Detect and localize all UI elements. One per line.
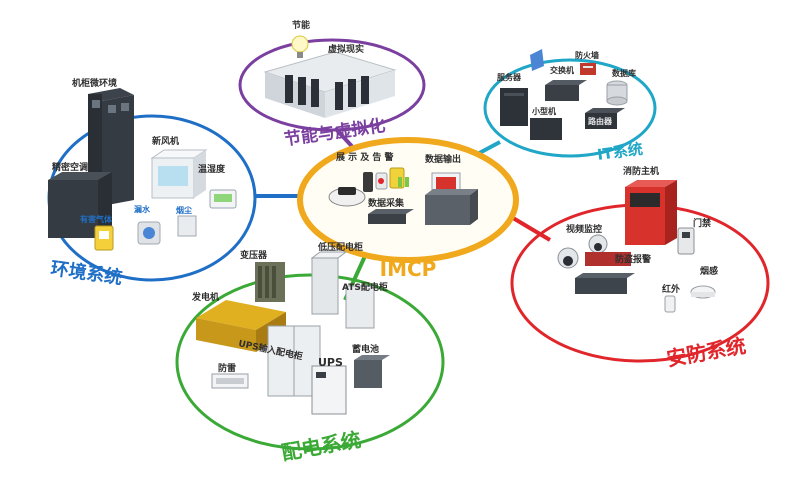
bulb-icon xyxy=(291,35,309,53)
power-title: 配电系统 xyxy=(280,427,363,465)
it-title: IT系统 xyxy=(596,140,644,164)
env-item-6: 烟尘 xyxy=(176,205,192,215)
security-item-5: 烟感 xyxy=(700,265,718,277)
security-item-3: 防盗报警 xyxy=(615,253,651,265)
power-item-0: 变压器 xyxy=(240,249,268,261)
center-devices xyxy=(328,167,478,225)
it-item-4: 小型机 xyxy=(531,106,556,116)
center-item-0: 展 示 及 告 警 xyxy=(336,151,394,163)
power-devices xyxy=(196,251,390,415)
power-item-2: ATS配电柜 xyxy=(342,281,388,293)
power-item-3: 发电机 xyxy=(191,291,219,303)
security-item-1: 视频监控 xyxy=(566,223,602,235)
security-item-2: 门禁 xyxy=(693,217,711,229)
env-item-4: 有害气体 xyxy=(80,214,113,224)
firewall-icon xyxy=(530,49,544,71)
power-item-6: 蓄电池 xyxy=(352,343,379,355)
env-item-5: 漏水 xyxy=(134,204,151,214)
energy-ellipse xyxy=(238,38,426,132)
connector-security xyxy=(506,213,552,242)
energy-item-0: 节能 xyxy=(292,19,310,31)
it-item-3: 数据库 xyxy=(612,68,636,78)
energy-devices xyxy=(263,35,397,118)
security-item-4: 红外 xyxy=(662,283,680,295)
it-item-5: 路由器 xyxy=(588,116,613,126)
power-item-5: UPS xyxy=(318,356,343,369)
env-item-0: 机柜微环境 xyxy=(72,77,117,89)
it-devices xyxy=(500,49,628,140)
security-item-0: 消防主机 xyxy=(623,165,659,177)
power-ellipse xyxy=(175,273,445,451)
center-item-1: 数据输出 xyxy=(425,153,461,165)
it-item-1: 交换机 xyxy=(550,65,574,75)
env-devices xyxy=(48,88,237,251)
center-label: IMCP xyxy=(380,257,437,281)
power-item-1: 低压配电柜 xyxy=(317,241,363,253)
env-item-3: 温湿度 xyxy=(198,163,226,175)
security-devices xyxy=(557,180,716,313)
env-item-2: 新风机 xyxy=(152,135,179,147)
it-item-0: 服务器 xyxy=(497,72,522,82)
center-item-2: 数据采集 xyxy=(368,197,405,209)
security-title: 安防系统 xyxy=(665,333,748,371)
env-item-1: 精密空调 xyxy=(52,161,88,173)
energy-item-1: 虚拟现实 xyxy=(328,43,364,55)
center-ellipse xyxy=(297,137,519,263)
power-item-7: 防雷 xyxy=(218,362,236,374)
it-ellipse xyxy=(483,58,657,158)
it-item-2: 防火墙 xyxy=(575,50,599,60)
